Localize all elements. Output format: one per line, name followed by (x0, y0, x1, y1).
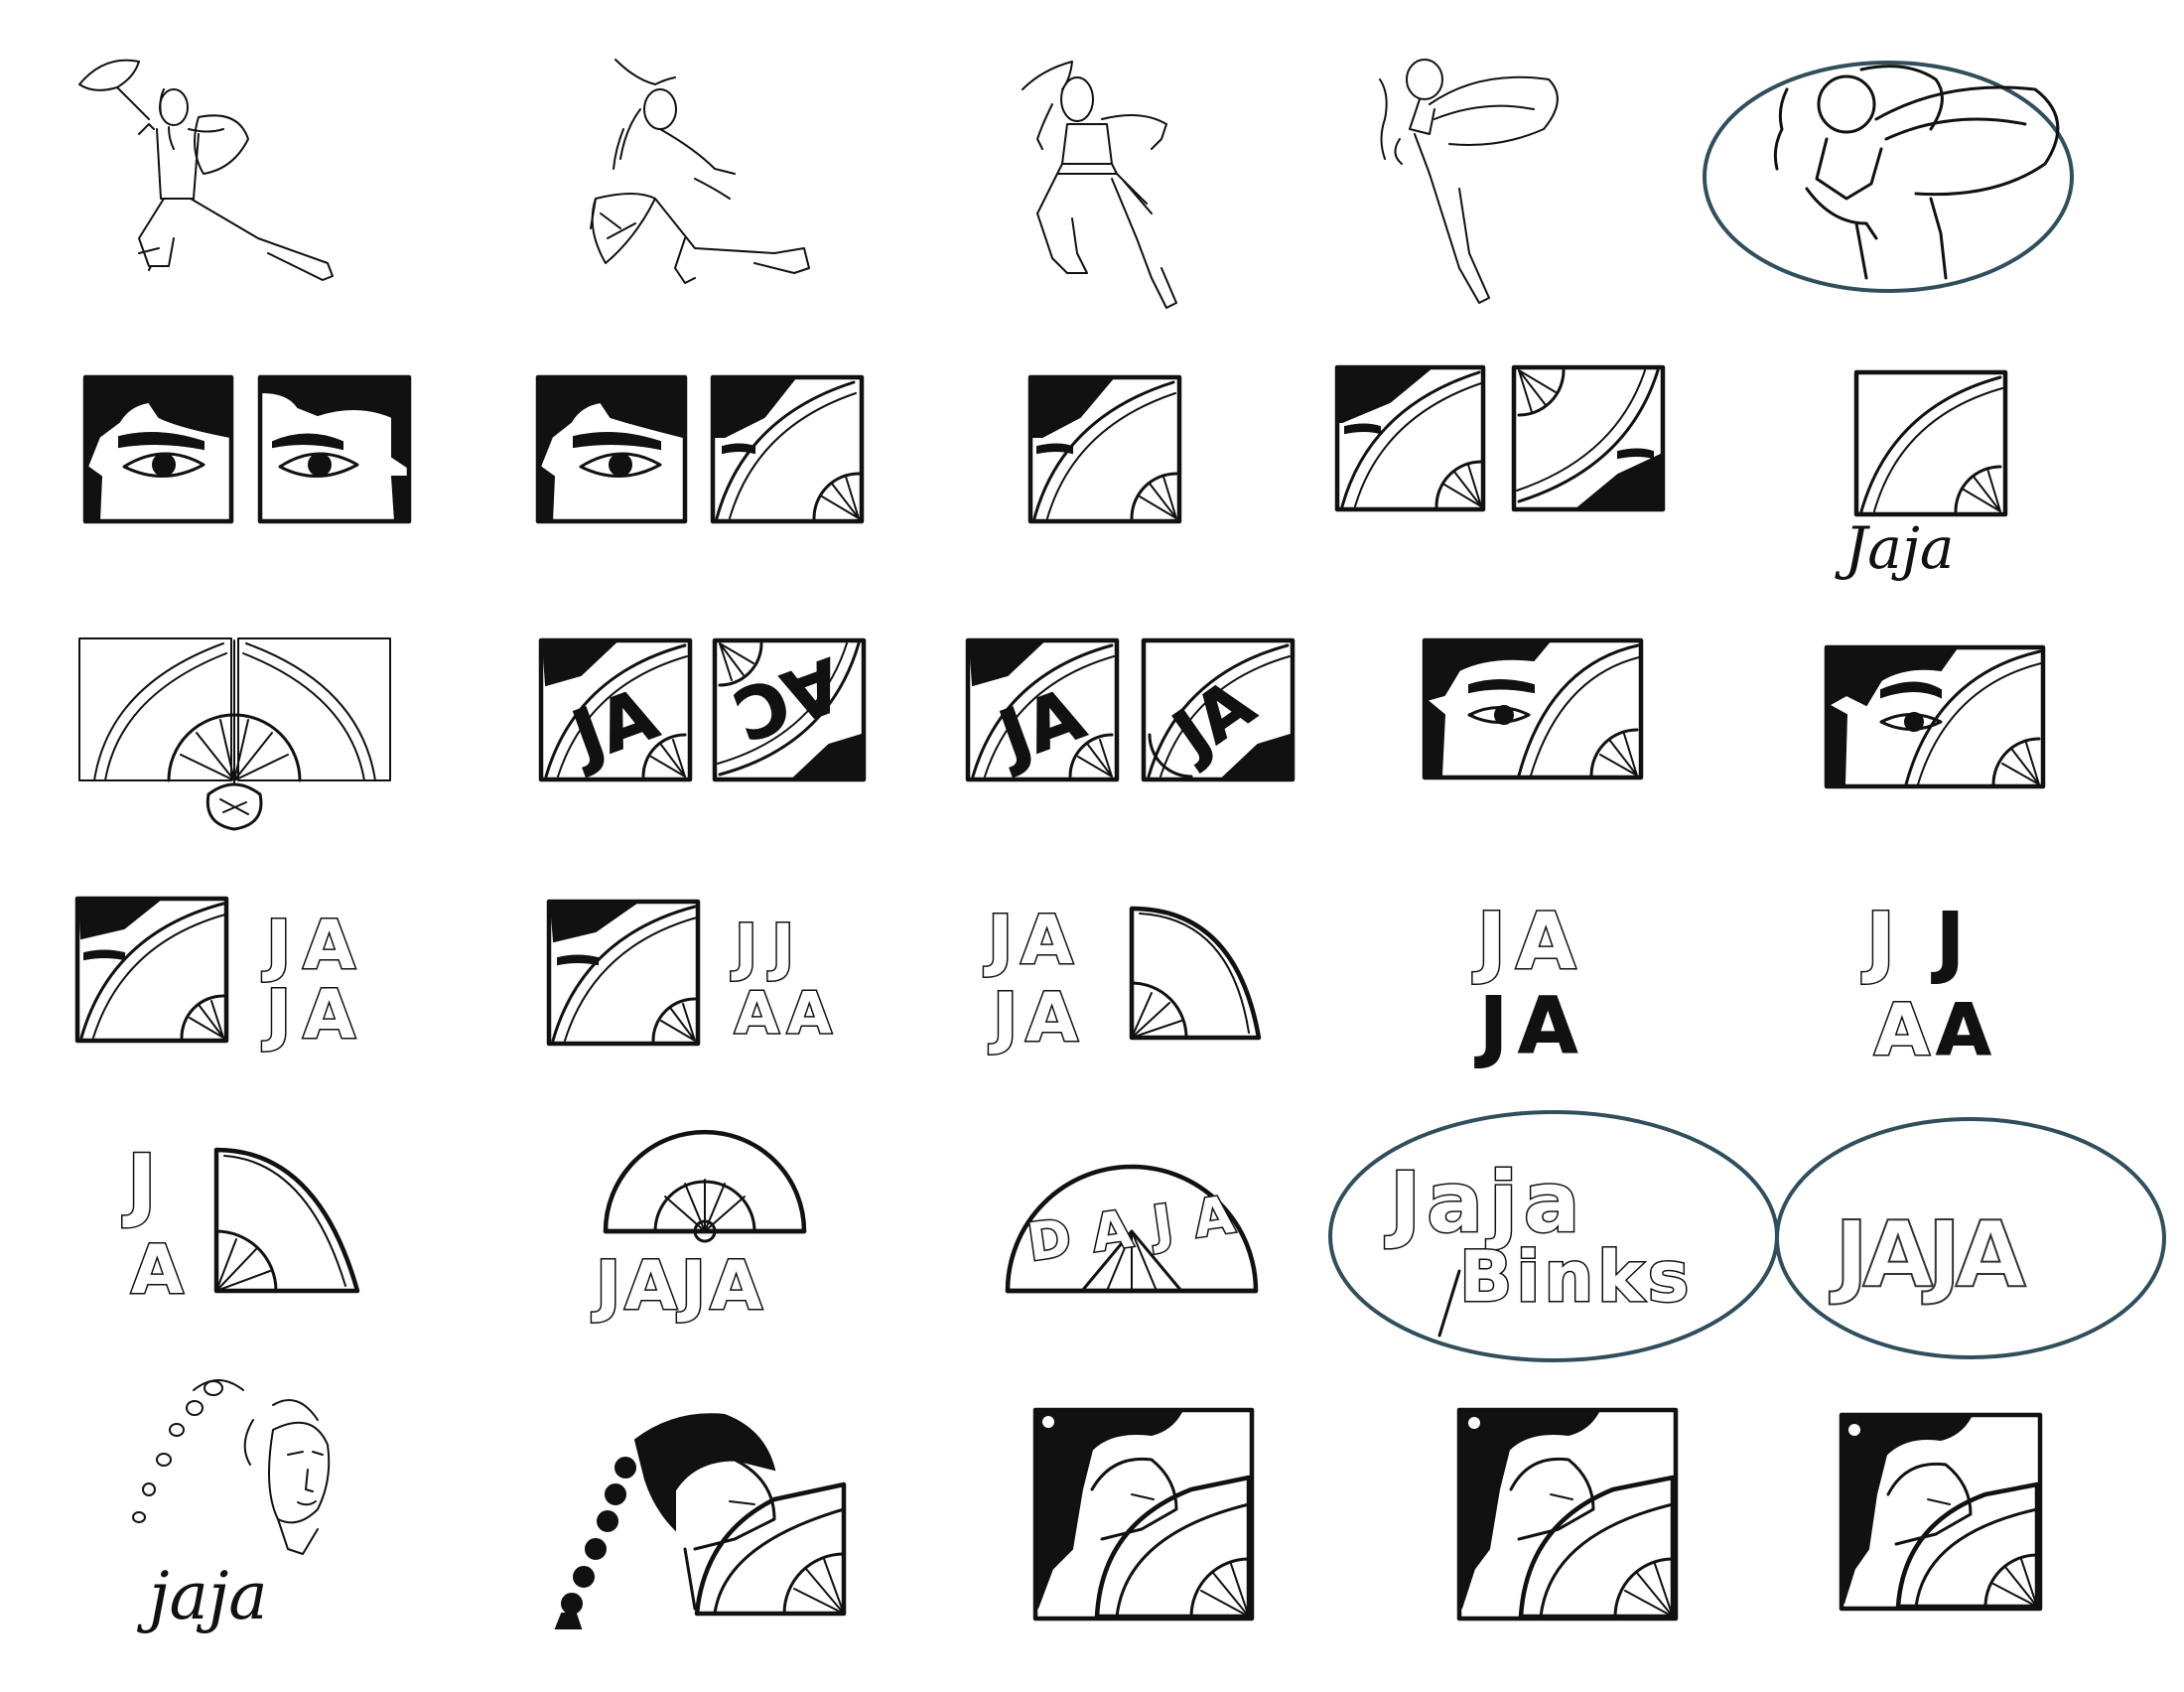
portrait-sketch-1: jaja (132, 1379, 331, 1634)
folding-fan-icon (1516, 368, 1660, 503)
abstract-jaja-mark-5-selected: JAJA (1775, 1117, 2166, 1359)
folding-fan-icon (715, 380, 861, 520)
panel-right (257, 374, 412, 524)
selection-circle (1775, 1117, 2166, 1359)
panel-right-fan (710, 374, 865, 524)
letter-j-outline: J (1861, 898, 1895, 987)
folding-fan-icon (167, 713, 302, 831)
arched-jaja-label: DAJA (1024, 1183, 1260, 1274)
face-portrait-icon (132, 1379, 331, 1555)
portrait-fan-panel-3 (1032, 1407, 1255, 1622)
letter-a-outline: A (1874, 988, 1930, 1071)
folding-fan-icon (79, 902, 226, 1040)
stacked-ja-top: JA (1472, 898, 1585, 987)
eye-panels-2 (535, 374, 865, 524)
stacked-ja-bottom: JA (1474, 982, 1587, 1071)
ja-mark-mirrored-label: AC (723, 641, 853, 757)
eye-fan-panel-5 (1824, 644, 2046, 789)
wordmark-jaja-binks-4-selected: Jaja Binks (1328, 1110, 1779, 1362)
stacked-ja-top: JA (262, 907, 367, 985)
portrait-fan-panel-4 (1456, 1407, 1679, 1622)
jaja-caps: JAJA (592, 1247, 766, 1326)
fan-panels-4 (1334, 364, 1666, 512)
folding-fan-icon (694, 1481, 847, 1617)
stacked-aa: AA (735, 979, 840, 1047)
panel-right-ja-mirrored: AC (712, 637, 867, 782)
folding-fan-icon (1518, 1475, 1676, 1620)
portrait-fan-2 (554, 1413, 847, 1629)
stacked-ja-bottom: JA (262, 976, 367, 1055)
stacked-ja-fan-3: JA JA (983, 901, 1262, 1059)
folding-fan-icon (551, 905, 698, 1043)
panel-left-ja: JA (965, 637, 1120, 782)
figure-sketch-3 (1022, 61, 1177, 309)
stacked-ja-mixed-4: JA JA (1471, 897, 1587, 1072)
panel-left-fan (1334, 364, 1486, 512)
figure-sketch-2 (590, 59, 810, 284)
ja-mark-label: JA (557, 672, 667, 780)
panel-left (82, 374, 234, 524)
letter-j-solid: J (1931, 898, 1965, 987)
panel-left-ja: JA (538, 637, 693, 782)
stacked-jj-mixed-5: J J A A (1860, 897, 1992, 1073)
ja-fan-panels-2: JA AC (538, 637, 867, 782)
stacked-ja-top: JA (984, 902, 1081, 980)
fan-dancer-figure-icon (1773, 65, 2060, 280)
folding-fan-icon (1904, 649, 2042, 786)
letter-a: A (131, 1231, 184, 1310)
folding-fan-icon (1895, 1481, 2040, 1610)
split-fan-panels-1 (78, 637, 391, 831)
selection-circle (1703, 61, 2074, 293)
portrait-fan-panel-5 (1839, 1412, 2043, 1612)
fan-panel-stacked-jj-2: JJ AA (546, 899, 840, 1049)
folding-fan-icon (1340, 370, 1483, 508)
fan-dancer-figure-icon (590, 59, 810, 284)
stacked-jj: JJ (731, 911, 808, 983)
ja-fan-panels-3: JA JA (965, 637, 1296, 782)
eye-icon (278, 452, 359, 478)
figure-sketch-5-selected (1703, 61, 2074, 293)
figure-sketch-4 (1379, 59, 1559, 304)
folding-fan-icon (1094, 1475, 1252, 1620)
figure-sketch-1 (78, 59, 334, 281)
folding-fan-icon (1859, 375, 2003, 513)
eye-icon (122, 452, 205, 478)
wordmark-line1: Jaja (1385, 1154, 1585, 1251)
letter-j: J (122, 1138, 157, 1230)
panel-right-fan-rotated (1511, 364, 1666, 512)
fan-dancer-figure-icon (1022, 61, 1177, 309)
eye-panels-1 (82, 374, 412, 524)
fan-dancer-figure-icon (1379, 59, 1559, 304)
jaja-script-label: Jaja (1835, 514, 1954, 582)
letter-a-solid: A (1936, 988, 1991, 1071)
folding-fan-icon (1517, 643, 1640, 777)
folding-fan-icon (653, 1179, 756, 1243)
eye-icon (579, 452, 662, 478)
fan-panel-stacked-ja-1: JA JA (74, 896, 367, 1057)
fan-panel-5: Jaja (1835, 369, 2008, 582)
folding-fan-icon (1129, 906, 1262, 1041)
eye-fan-panel-4 (1422, 637, 1644, 780)
face-portrait-icon (554, 1413, 776, 1629)
folding-fan-icon (1080, 1229, 1183, 1293)
panel-left (535, 374, 688, 524)
arched-jaja-fan-3: DAJA (1005, 1164, 1261, 1294)
ja-fan-mark-1: J A (121, 1137, 360, 1312)
eye-icon (1879, 712, 1943, 732)
stacked-ja-bottom: JA (989, 979, 1086, 1058)
abstract-jaja-label: JAJA (1829, 1201, 2026, 1308)
fan-dancer-figure-icon (78, 59, 334, 281)
panel-right-ja: JA (1141, 637, 1296, 782)
wordmark-line2: Binks (1459, 1236, 1693, 1318)
arch-fan-jaja-2: JAJA (591, 1129, 807, 1328)
ja-mark-label: JA (984, 672, 1094, 780)
jaja-script-lower: jaja (136, 1558, 268, 1634)
eye-icon (1467, 705, 1531, 725)
folding-fan-icon (213, 1147, 360, 1294)
folding-fan-icon (1032, 380, 1178, 520)
fan-panel-3 (1027, 374, 1182, 524)
